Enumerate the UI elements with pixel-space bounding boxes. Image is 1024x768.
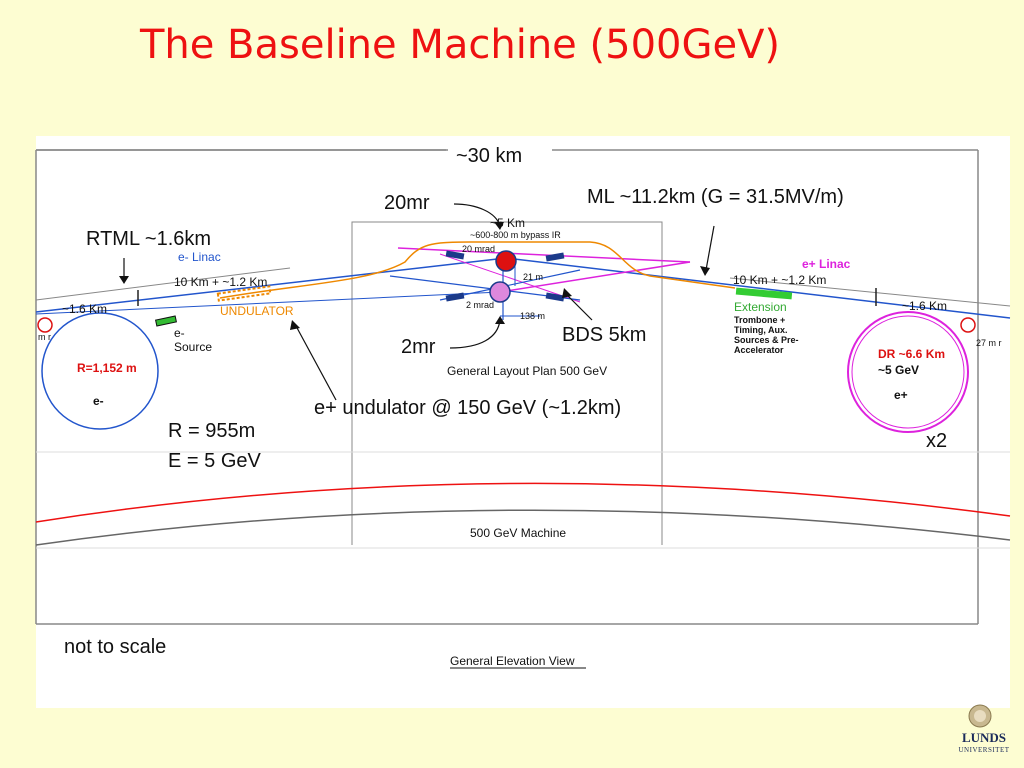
- slide-title: The Baseline Machine (500GeV): [139, 22, 781, 68]
- right-ring-energy-label: ~5 GeV: [878, 363, 920, 377]
- ir-20mrad-detector: [495, 250, 517, 272]
- p-linac-label: e+ Linac: [802, 257, 851, 271]
- right-damping-ring: [847, 311, 969, 433]
- e-linac-label: e- Linac: [178, 250, 221, 264]
- crossing-2mr-label: 2mr: [401, 336, 436, 358]
- dr-energy-label: E = 5 GeV: [168, 450, 261, 472]
- elevation-curve-grey: [35, 509, 1011, 546]
- extension-marker: [735, 287, 793, 300]
- length-label: ~30 km: [450, 145, 529, 168]
- undulator-marker: [216, 285, 272, 302]
- right-ring-particle-label: e+: [894, 388, 908, 402]
- positron-magenta-1: [397, 247, 691, 263]
- ir-21m-label: 21 m: [523, 272, 544, 282]
- ir-box: [351, 221, 663, 545]
- crossing-20mr-label: 20mr: [384, 192, 430, 214]
- left-damping-ring: [41, 312, 159, 430]
- ir-138m-label: 138 m: [520, 311, 546, 321]
- right-ring-radius-label: DR ~6.6 Km: [878, 347, 946, 361]
- ir-2mrad-label: 2 mrad: [466, 300, 495, 310]
- logo-name: LUNDS: [961, 730, 1007, 745]
- electron-beamline: [35, 257, 507, 313]
- left-mr-label: m r: [38, 332, 51, 342]
- left-ring-particle-label: e-: [93, 394, 104, 408]
- electron-beamline-lower: [35, 291, 501, 315]
- undulator-label: UNDULATOR: [220, 304, 294, 318]
- bypass-line: [219, 241, 736, 299]
- ir-bypass-label: ~600-800 m bypass IR: [470, 230, 561, 240]
- positron-magenta-2: [499, 261, 691, 293]
- right-small-ring: [960, 317, 976, 333]
- positron-beamline-grey: [729, 277, 1011, 307]
- elevation-title-label: General Elevation View: [450, 654, 575, 668]
- dr-radius-label: R = 955m: [168, 420, 256, 442]
- bds-arrow: [565, 293, 593, 321]
- lunds-logo: [968, 704, 992, 728]
- logo-subtitle: UNIVERSITET: [958, 746, 1010, 754]
- p-linac-length-label: 10 Km + ~1.2 Km: [733, 273, 827, 287]
- e-linac-length-label: 10 Km + ~1.2 Km: [174, 275, 268, 289]
- dr-count-label: x2: [926, 430, 948, 452]
- ir-20mrad-label: 20 mrad: [462, 244, 496, 254]
- undulator-arrow: [295, 325, 337, 401]
- machine-label: 500 GeV Machine: [470, 526, 567, 540]
- extension-detail-label: Trombone + Timing, Aux. Sources & Pre- A…: [734, 315, 799, 355]
- diagram-panel: [36, 136, 1010, 708]
- main-linac-label: ML ~11.2km (G = 31.5MV/m): [587, 186, 844, 208]
- ir-2mrad-detector: [489, 281, 511, 303]
- ml-arrow: [705, 225, 715, 271]
- electron-beamline-grey: [35, 267, 291, 301]
- e-source-label: e- Source: [174, 326, 213, 354]
- plan-title-label: General Layout Plan 500 GeV: [447, 364, 608, 378]
- mr2-arrow: [449, 319, 501, 349]
- right-mr-label: 27 m r: [976, 338, 1002, 348]
- rtml-left-label: ~1.6 Km: [62, 302, 108, 316]
- ir-length-label: ~5 Km: [490, 216, 526, 230]
- extension-label: Extension: [734, 300, 787, 314]
- positron-beamline: [505, 257, 1011, 319]
- left-ring-radius-label: R=1,152 m: [77, 361, 137, 375]
- undulator-note: e+ undulator @ 150 GeV (~1.2km): [314, 397, 622, 419]
- e-source-marker: [155, 315, 177, 327]
- rtml-label: RTML ~1.6km: [86, 228, 212, 250]
- bds-label: BDS 5km: [562, 324, 647, 346]
- positron-magenta-3: [439, 253, 581, 303]
- left-small-ring: [37, 317, 53, 333]
- rtml-right-label: ~1.6 Km: [902, 299, 948, 313]
- scale-note: not to scale: [64, 636, 167, 658]
- elevation-curve-red: [35, 482, 1011, 523]
